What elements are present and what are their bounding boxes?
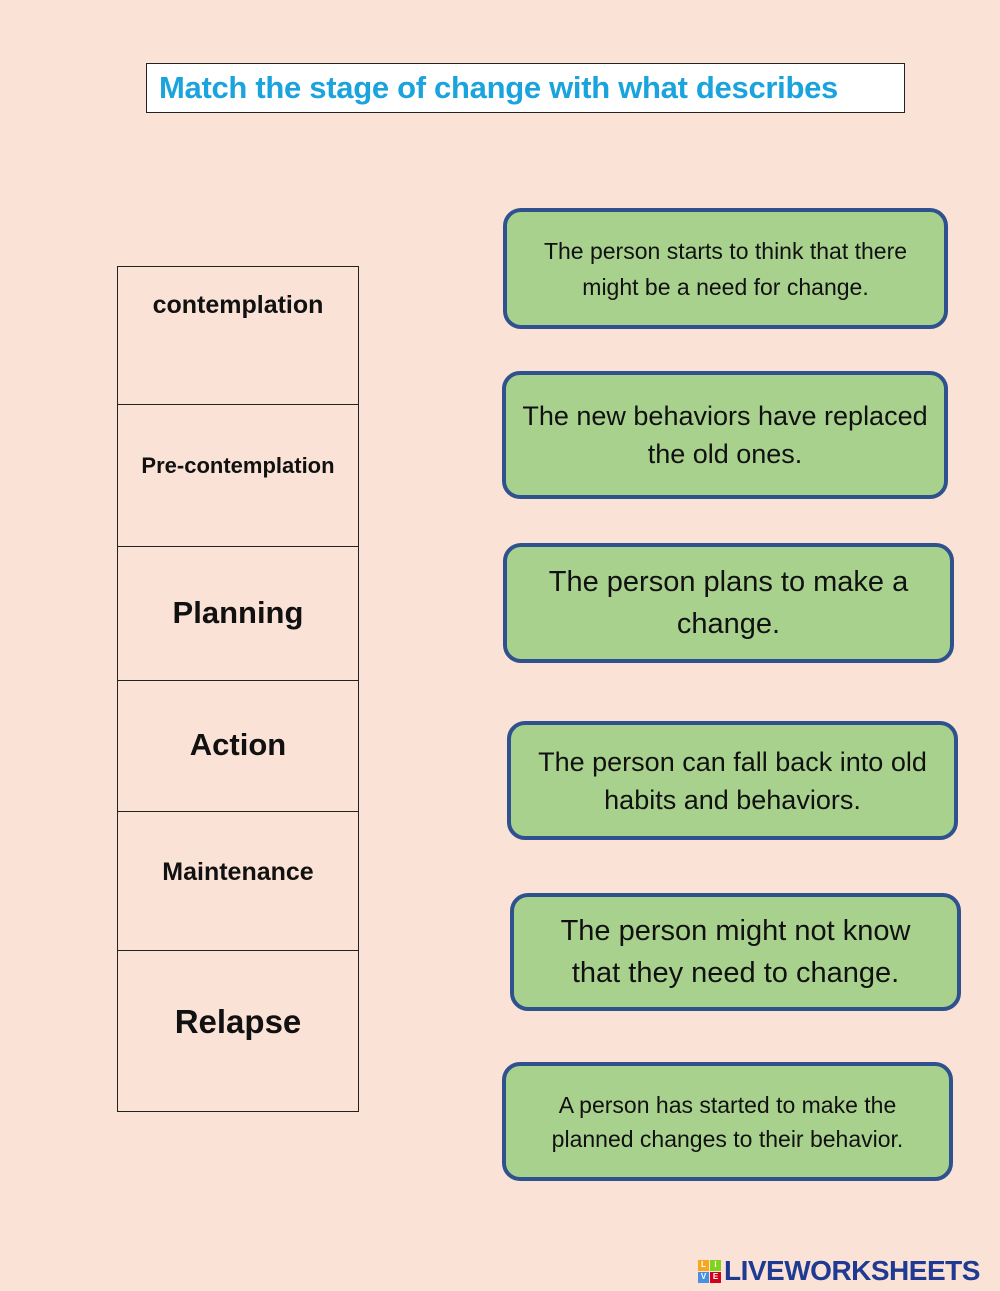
stage-label: Pre-contemplation <box>141 453 335 478</box>
description-text: The person plans to make a change. <box>548 566 909 640</box>
stage-cell-maintenance[interactable]: Maintenance <box>117 811 359 951</box>
logo-letter: I <box>710 1259 721 1271</box>
stage-cell-planning[interactable]: Planning <box>117 546 359 681</box>
description-box-4[interactable]: The person can fall back into old habits… <box>507 721 958 840</box>
stage-label: contemplation <box>152 291 324 319</box>
stage-cell-contemplation[interactable]: contemplation <box>117 266 359 405</box>
logo-letter: V <box>698 1271 709 1283</box>
description-box-2[interactable]: The new behaviors have replaced the old … <box>502 371 948 499</box>
stage-label: Maintenance <box>162 858 314 886</box>
logo-letter: L <box>698 1259 709 1271</box>
logo-text: LIVEWORKSHEETS <box>724 1255 980 1286</box>
description-box-6[interactable]: A person has started to make the planned… <box>502 1062 953 1181</box>
live-grid-icon: L I V E <box>698 1259 721 1283</box>
stage-cell-action[interactable]: Action <box>117 680 359 812</box>
description-text: The new behaviors have replaced the old … <box>522 401 928 469</box>
description-box-3[interactable]: The person plans to make a change. <box>503 543 954 663</box>
page-title: Match the stage of change with what desc… <box>159 70 838 105</box>
description-box-1[interactable]: The person starts to think that there mi… <box>503 208 948 329</box>
description-text: A person has started to make the planned… <box>551 1091 904 1152</box>
description-box-5[interactable]: The person might not know that they need… <box>510 893 961 1011</box>
stage-label: Planning <box>172 595 304 630</box>
description-text: The person can fall back into old habits… <box>538 746 927 815</box>
title-box: Match the stage of change with what desc… <box>146 63 905 113</box>
stage-cell-pre-contemplation[interactable]: Pre-contemplation <box>117 404 359 547</box>
stage-label: Action <box>189 727 287 762</box>
stage-cell-relapse[interactable]: Relapse <box>117 950 359 1112</box>
logo-letter: E <box>710 1271 721 1283</box>
description-text: The person might not know that they need… <box>560 915 911 989</box>
stage-label: Relapse <box>174 1003 302 1040</box>
description-text: The person starts to think that there mi… <box>543 237 908 300</box>
liveworksheets-logo: L I V E LIVEWORKSHEETS <box>698 1255 980 1286</box>
